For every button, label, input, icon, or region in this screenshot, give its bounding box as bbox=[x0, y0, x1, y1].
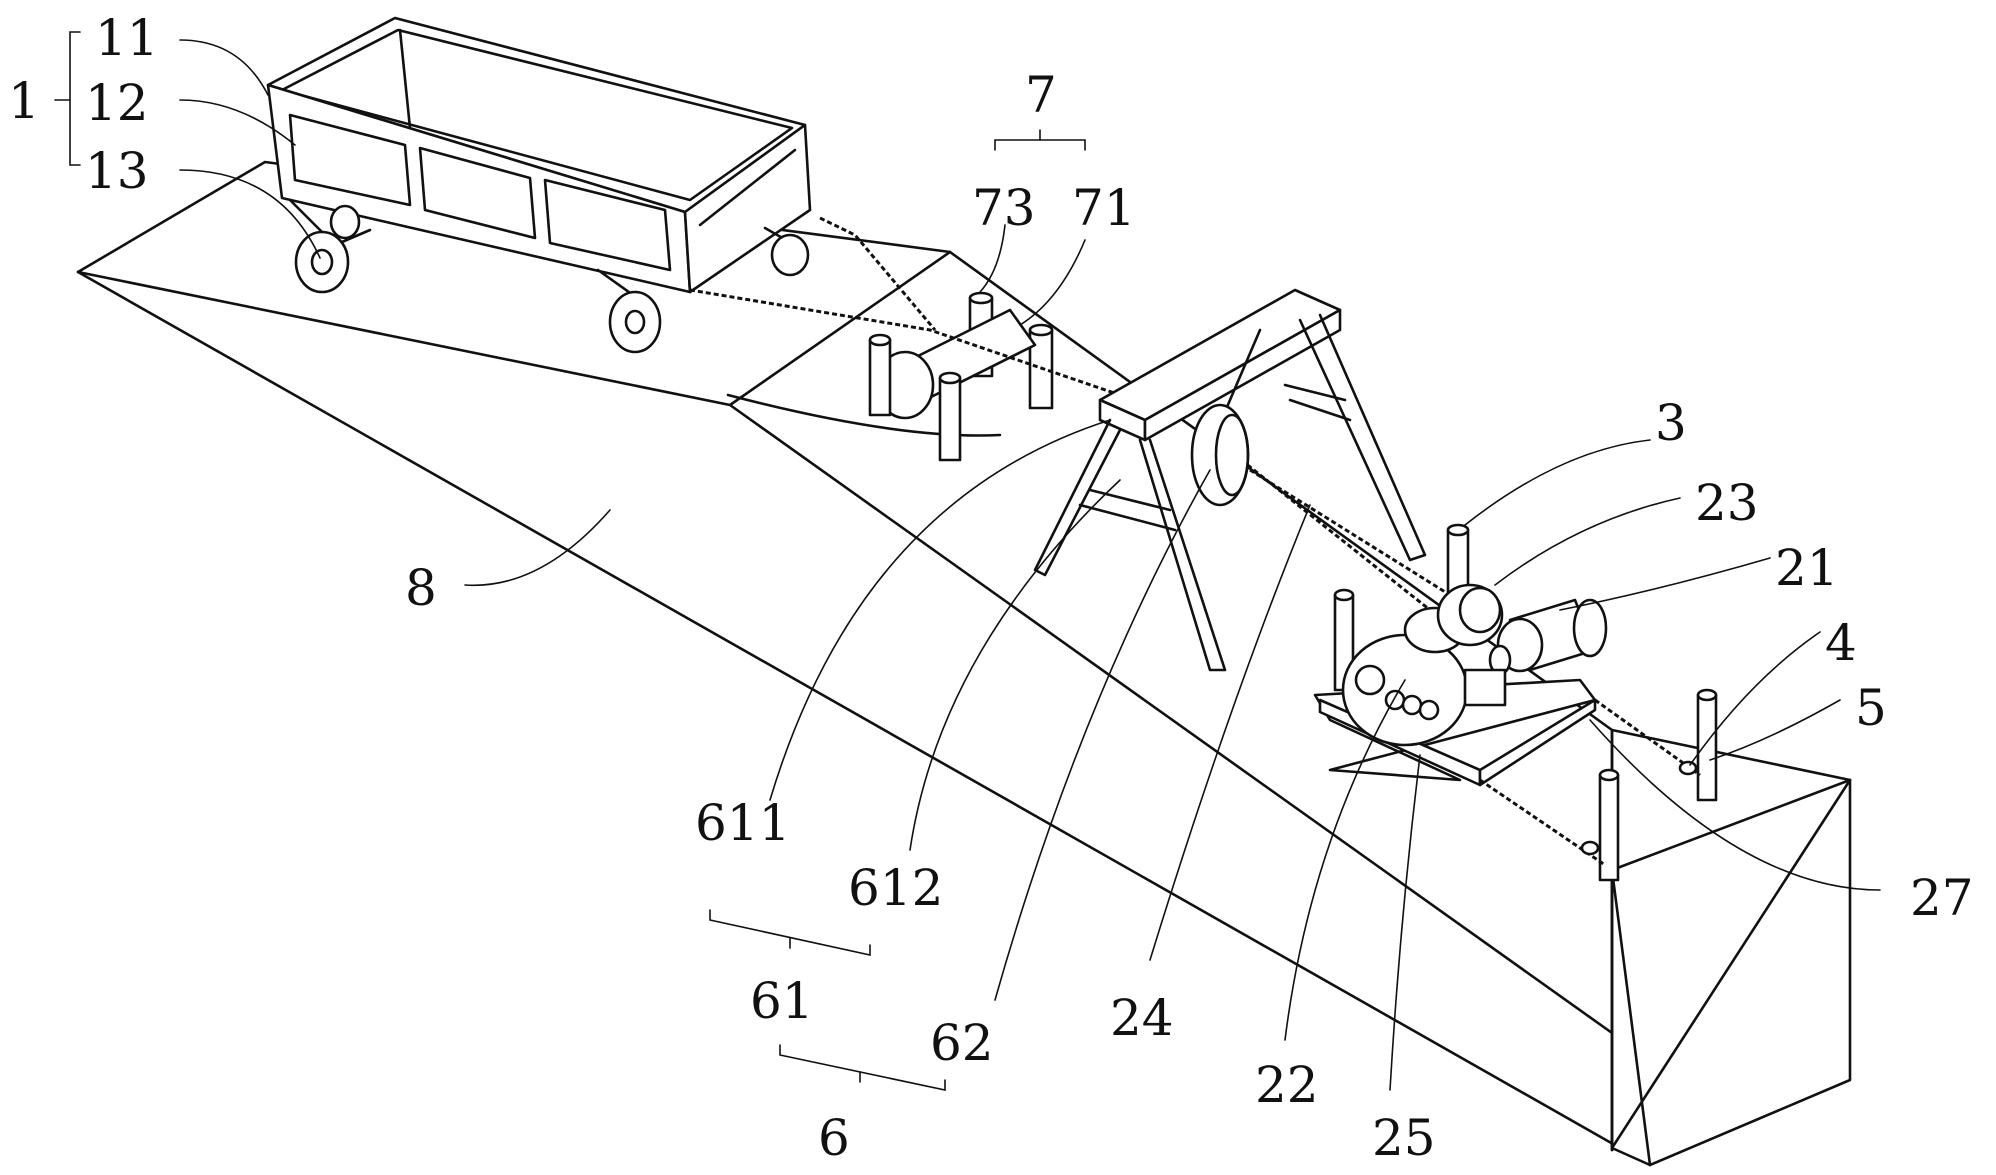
label-22: 22 bbox=[1255, 1056, 1319, 1114]
label-27: 27 bbox=[1910, 869, 1974, 927]
label-612: 612 bbox=[848, 859, 943, 917]
label-25: 25 bbox=[1372, 1109, 1436, 1167]
label-13: 13 bbox=[85, 142, 149, 200]
label-1: 1 bbox=[8, 72, 40, 130]
label-62: 62 bbox=[930, 1014, 994, 1072]
label-5: 5 bbox=[1855, 679, 1887, 737]
anchor-roller-7 bbox=[870, 293, 1052, 460]
label-4: 4 bbox=[1825, 614, 1857, 672]
cart-1 bbox=[268, 18, 810, 300]
label-23: 23 bbox=[1695, 474, 1759, 532]
label-71: 71 bbox=[1072, 179, 1136, 237]
winch-assembly-2 bbox=[1315, 525, 1606, 785]
label-8: 8 bbox=[405, 559, 437, 617]
label-21: 21 bbox=[1775, 539, 1839, 597]
label-11: 11 bbox=[95, 9, 159, 67]
label-12: 12 bbox=[85, 74, 149, 132]
label-24: 24 bbox=[1110, 989, 1174, 1047]
gantry-frame-6 bbox=[1035, 290, 1425, 670]
label-6: 6 bbox=[818, 1109, 850, 1167]
label-611: 611 bbox=[695, 794, 790, 852]
label-73: 73 bbox=[972, 179, 1036, 237]
label-61: 61 bbox=[750, 972, 814, 1030]
label-7: 7 bbox=[1025, 66, 1057, 124]
label-3: 3 bbox=[1655, 394, 1687, 452]
concrete-base-block bbox=[1612, 730, 1850, 1165]
